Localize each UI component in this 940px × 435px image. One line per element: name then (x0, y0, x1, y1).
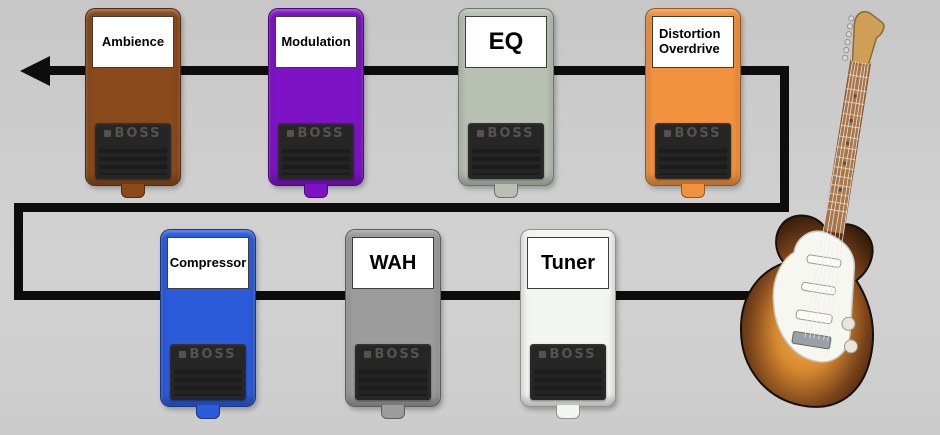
footswitch-pad: BOSS (655, 123, 731, 179)
signal-line-middle (14, 203, 789, 212)
treadle (534, 366, 602, 396)
boss-logo-icon (179, 351, 187, 358)
pedal-label-text: Compressor (169, 254, 247, 270)
treadle (174, 366, 242, 396)
boss-logo-icon (364, 351, 372, 358)
pedal-jack-nub (494, 184, 518, 198)
arrow-left-icon (20, 56, 50, 86)
pedal-label: Modulation (275, 16, 357, 68)
boss-logo-icon (477, 130, 485, 137)
pedal-tuner: Tuner BOSS (520, 229, 616, 419)
boss-logo: BOSS (468, 126, 544, 141)
boss-logo: BOSS (655, 126, 731, 141)
signal-line-left (14, 203, 23, 300)
boss-logo: BOSS (278, 126, 354, 141)
footswitch-pad: BOSS (530, 344, 606, 400)
boss-logo-icon (287, 130, 295, 137)
footswitch-pad: BOSS (355, 344, 431, 400)
pedal-compressor: Compressor BOSS (160, 229, 256, 419)
pedal-wah: WAH BOSS (345, 229, 441, 419)
pedal-label: Tuner (527, 237, 609, 289)
pedal-label: Ambience (92, 16, 174, 68)
footswitch-pad: BOSS (468, 123, 544, 179)
boss-logo: BOSS (95, 126, 171, 141)
treadle (359, 366, 427, 396)
pedal-jack-nub (304, 184, 328, 198)
pedal-label: EQ (465, 16, 547, 68)
footswitch-pad: BOSS (95, 123, 171, 179)
pedal-jack-nub (381, 405, 405, 419)
signal-line-top (48, 66, 789, 75)
pedal-label: WAH (352, 237, 434, 289)
pedal-distortion-overdrive: Distortion Overdrive BOSS (645, 8, 741, 198)
boss-logo: BOSS (355, 347, 431, 362)
pedal-jack-nub (121, 184, 145, 198)
electric-guitar-icon (740, 10, 885, 408)
treadle (282, 145, 350, 175)
pedal-label-text: Tuner (540, 251, 596, 274)
pedal-ambience: Ambience BOSS (85, 8, 181, 198)
treadle (99, 145, 167, 175)
pedal-label-text: EQ (488, 27, 524, 55)
treadle (472, 145, 540, 175)
footswitch-pad: BOSS (170, 344, 246, 400)
boss-logo: BOSS (530, 347, 606, 362)
pedal-label-text: Modulation (281, 33, 351, 49)
signal-line-right (780, 66, 789, 212)
pedal-label-text: WAH (369, 251, 417, 274)
boss-logo: BOSS (170, 347, 246, 362)
footswitch-pad: BOSS (278, 123, 354, 179)
boss-logo-icon (664, 130, 672, 137)
pedal-jack-nub (196, 405, 220, 419)
pedal-jack-nub (681, 184, 705, 198)
boss-logo-icon (539, 351, 547, 358)
boss-logo-icon (104, 130, 112, 137)
pedal-label-text: Ambience (101, 33, 165, 49)
pedal-label-text: Distortion Overdrive (659, 26, 721, 56)
treadle (659, 145, 727, 175)
pedal-label: Compressor (167, 237, 249, 289)
pedal-modulation: Modulation BOSS (268, 8, 364, 198)
pedal-label: Distortion Overdrive (652, 16, 734, 68)
pedal-jack-nub (556, 405, 580, 419)
pedal-eq: EQ BOSS (458, 8, 554, 198)
